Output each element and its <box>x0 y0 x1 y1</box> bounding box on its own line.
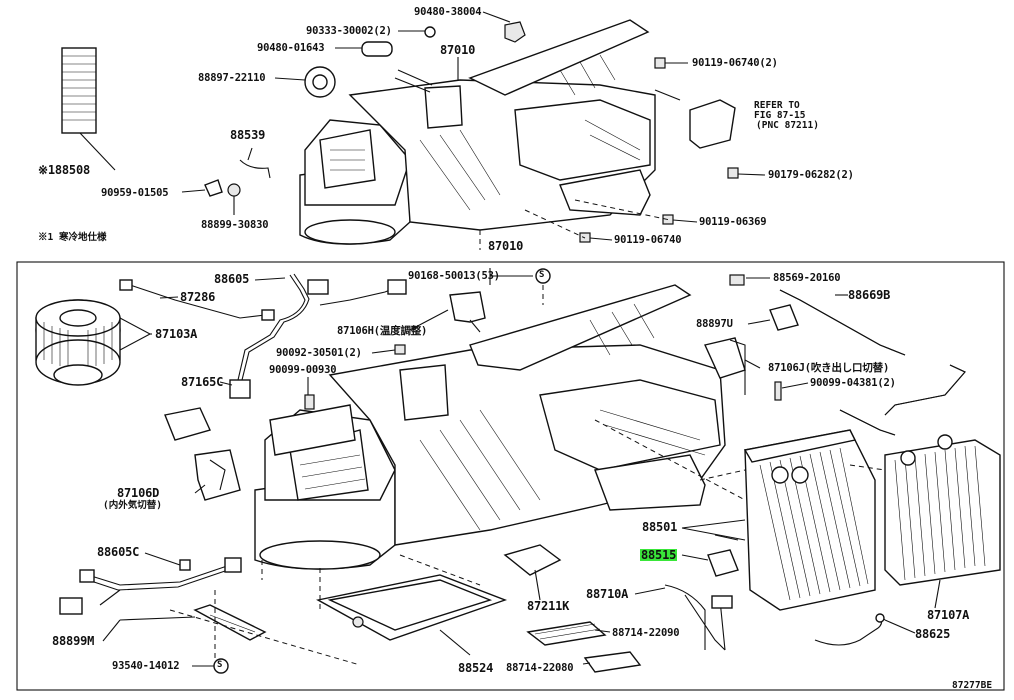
assembly-frame <box>16 261 1005 691</box>
seal-part <box>361 41 393 57</box>
label-90179-06282[interactable]: 90179-06282(2) <box>768 169 854 181</box>
label-87010-top[interactable]: 87010 <box>440 43 476 57</box>
refer-pnc-text: (PNC 87211) <box>756 120 819 131</box>
label-88710a[interactable]: 88710A <box>586 587 629 601</box>
label-88524[interactable]: 88524 <box>458 661 494 675</box>
label-87106d-note: (内外気切替) <box>103 500 162 511</box>
label-90959-01505[interactable]: 90959-01505 <box>101 187 169 199</box>
label-88569-20160[interactable]: 88569-20160 <box>773 272 841 284</box>
heater-unit-main <box>254 284 726 580</box>
label-93540-14012[interactable]: 93540-14012 <box>112 660 180 672</box>
label-87286[interactable]: 87286 <box>180 290 216 304</box>
heater-core <box>884 434 1001 586</box>
label-88899-30830[interactable]: 88899-30830 <box>201 219 269 231</box>
label-87165c[interactable]: 87165C <box>181 375 224 389</box>
label-87106j[interactable]: 87106J(吹き出し口切替) <box>768 362 890 374</box>
evaporator-core <box>743 429 876 611</box>
label-88605c[interactable]: 88605C <box>97 545 140 559</box>
label-88515-highlighted[interactable]: 88515 <box>640 548 678 562</box>
label-90119-06369[interactable]: 90119-06369 <box>699 216 767 228</box>
label-90099-04381[interactable]: 90099-04381(2) <box>810 377 896 389</box>
s-mark-bottom: S <box>217 660 223 670</box>
label-87010-main[interactable]: 87010 <box>488 239 524 253</box>
label-88714-22090[interactable]: 88714-22090 <box>612 627 680 639</box>
label-88501[interactable]: 88501 <box>642 520 678 534</box>
blower-motor <box>35 299 121 386</box>
label-88605[interactable]: 88605 <box>214 272 250 286</box>
label-87106h[interactable]: 87106H(温度調整) <box>337 325 428 337</box>
footnote-cold-spec: ※1 寒冷地仕様 <box>38 232 107 243</box>
label-88899m[interactable]: 88899M <box>52 634 95 648</box>
label-88539[interactable]: 88539 <box>230 128 266 142</box>
label-90099-00930[interactable]: 90099-00930 <box>269 364 337 376</box>
label-90119-06740-2[interactable]: 90119-06740(2) <box>692 57 778 69</box>
label-87103a[interactable]: 87103A <box>155 327 198 341</box>
label-88897-22110[interactable]: 88897-22110 <box>198 72 266 84</box>
label-90480-38004[interactable]: 90480-38004 <box>414 6 482 18</box>
label-87107a[interactable]: 87107A <box>927 608 970 622</box>
label-88714-22080[interactable]: 88714-22080 <box>506 662 574 674</box>
label-90480-01643[interactable]: 90480-01643 <box>257 42 325 54</box>
label-88625[interactable]: 88625 <box>915 627 951 641</box>
cabin-filter-part <box>61 47 97 134</box>
s-mark-top: S <box>539 270 545 280</box>
label-90119-06740[interactable]: 90119-06740 <box>614 234 682 246</box>
label-90333-30002[interactable]: 90333-30002(2) <box>306 25 392 37</box>
diagram-ref-code: 87277BE <box>952 680 993 691</box>
label-87106d[interactable]: 87106D <box>117 486 160 500</box>
label-188508[interactable]: ※188508 <box>38 163 91 177</box>
heater-unit-top <box>299 19 681 245</box>
refer-to-text: REFER TO <box>754 100 800 111</box>
label-87211k[interactable]: 87211K <box>527 599 570 613</box>
label-90092-30501[interactable]: 90092-30501(2) <box>276 347 362 359</box>
label-88669b[interactable]: 88669B <box>848 288 891 302</box>
label-88897u[interactable]: 88897U <box>696 318 733 330</box>
label-90168-50013[interactable]: 90168-50013(53) <box>408 270 500 282</box>
refer-fig-link[interactable]: FIG 87-15 <box>754 110 806 121</box>
